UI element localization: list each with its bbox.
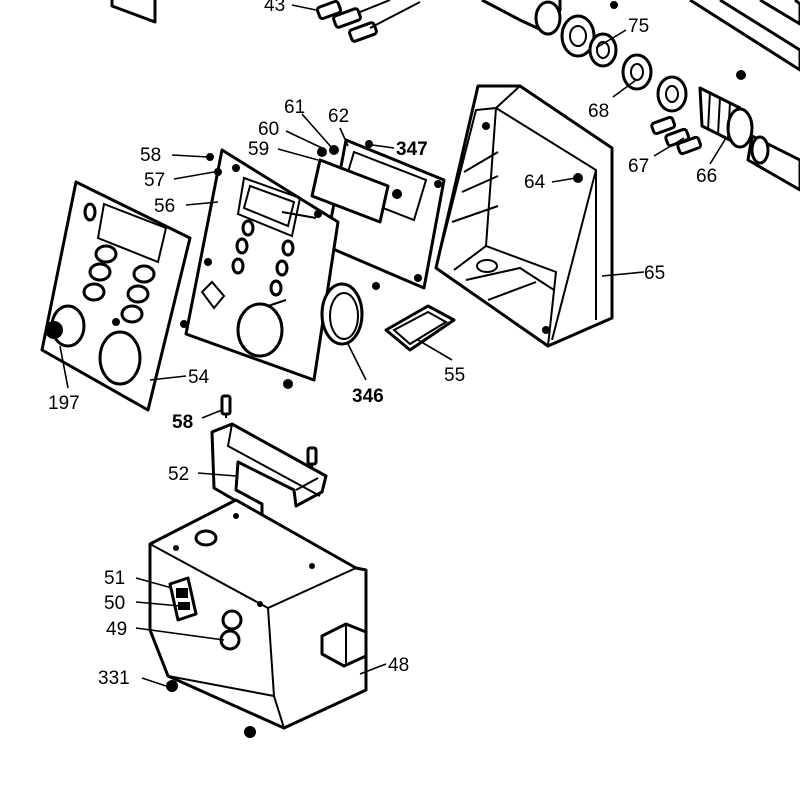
label-75: 75 [628, 16, 649, 37]
label-331: 331 [98, 668, 130, 689]
label-65: 65 [644, 263, 665, 284]
label-347: 347 [396, 139, 428, 160]
top-left-panel-fragment [110, 0, 157, 24]
part-number-labels: 43 75 68 67 66 58 57 56 59 60 61 62 347 … [48, 0, 717, 689]
label-346: 346 [352, 386, 384, 407]
screws-331-bottom [166, 680, 256, 738]
part-65-housing [434, 84, 614, 348]
label-197: 197 [48, 393, 80, 414]
label-48: 48 [388, 655, 409, 676]
label-67: 67 [628, 156, 649, 177]
part-67-bolts [650, 115, 703, 156]
part-58-57-screws [206, 153, 240, 176]
label-55: 55 [444, 365, 465, 386]
label-51: 51 [104, 568, 125, 589]
label-62: 62 [328, 106, 349, 127]
part-48-electrical-box [148, 498, 368, 730]
label-68: 68 [588, 101, 609, 122]
label-57: 57 [144, 170, 165, 191]
label-66: 66 [696, 166, 717, 187]
part-52-bracket [210, 394, 328, 518]
label-54: 54 [188, 367, 210, 388]
label-52: 52 [168, 464, 189, 485]
label-50: 50 [104, 593, 125, 614]
part-55-gasket [384, 304, 456, 352]
label-43: 43 [264, 0, 285, 16]
label-61: 61 [284, 97, 305, 118]
part-54-control-panel [40, 180, 192, 412]
part-62-cover-plate [324, 138, 446, 290]
label-56: 56 [154, 196, 175, 217]
part-50-49-lamps [219, 609, 243, 651]
part-43-screws [315, 0, 421, 43]
part-64-screw [573, 173, 583, 183]
label-59: 59 [248, 139, 269, 160]
label-58-bottom: 58 [172, 412, 193, 433]
spindle-assembly-top [481, 0, 800, 192]
part-346-ring [320, 282, 380, 346]
label-64: 64 [524, 172, 546, 193]
leader-lines [59, 4, 727, 687]
part-56-panel [180, 148, 340, 389]
part-59-display [310, 158, 390, 224]
part-51-switch [168, 576, 198, 622]
label-49: 49 [106, 619, 127, 640]
label-58-top: 58 [140, 145, 161, 166]
label-60: 60 [258, 119, 279, 140]
